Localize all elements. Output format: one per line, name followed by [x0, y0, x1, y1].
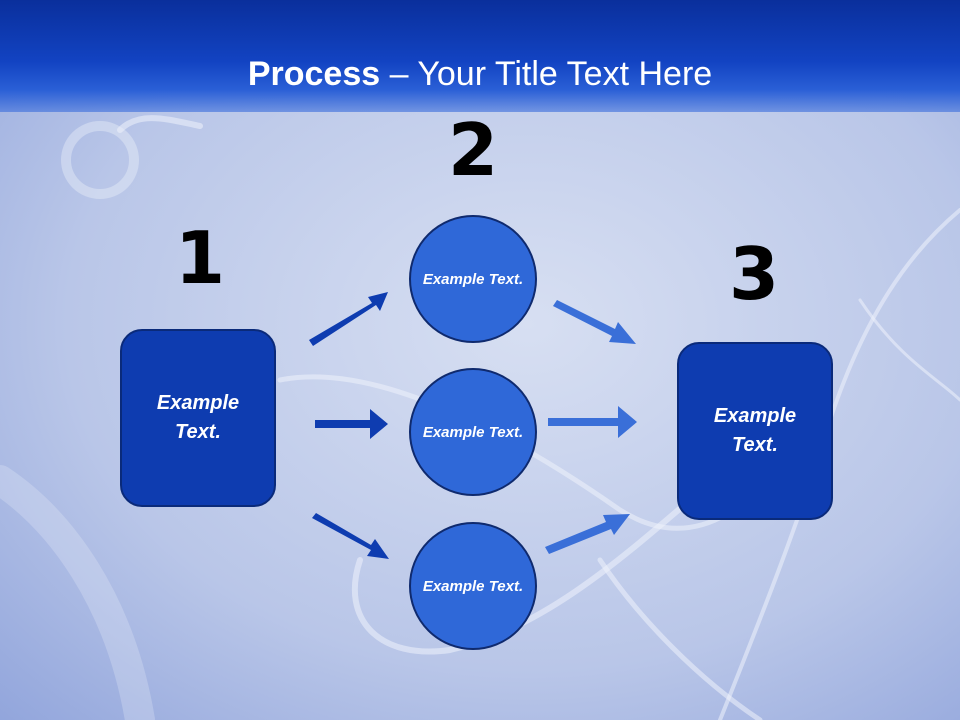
title-rest: – Your Title Text Here: [380, 55, 713, 93]
step-2-circle-bottom: Example Text.: [409, 522, 537, 650]
arrow-step1-to-top: [309, 292, 388, 346]
circle-text: Example Text.: [422, 270, 524, 288]
title-bold: Process: [247, 55, 381, 93]
arrow-middle-to-step3: [548, 406, 637, 438]
step-2-circle-top: Example Text.: [409, 215, 537, 343]
step-3-text: Example Text.: [713, 405, 797, 456]
slide-title: Process – Your Title Text Here: [0, 52, 960, 96]
step-2-circle-middle: Example Text.: [409, 368, 537, 496]
circle-text: Example Text.: [422, 423, 524, 441]
arrow-bottom-to-step3: [545, 514, 630, 554]
arrow-step1-to-bottom: [312, 513, 389, 559]
step-3-box: Example Text.: [677, 342, 833, 520]
step-1-box: Example Text.: [120, 329, 276, 507]
step-2-number: 2: [447, 108, 499, 192]
step-3-number: 3: [728, 232, 780, 316]
arrow-top-to-step3: [553, 300, 636, 344]
step-1-number: 1: [174, 216, 226, 300]
arrow-step1-to-middle: [315, 409, 388, 439]
circle-text: Example Text.: [422, 577, 524, 595]
header-band: [0, 0, 960, 112]
step-1-text: Example Text.: [156, 392, 240, 443]
